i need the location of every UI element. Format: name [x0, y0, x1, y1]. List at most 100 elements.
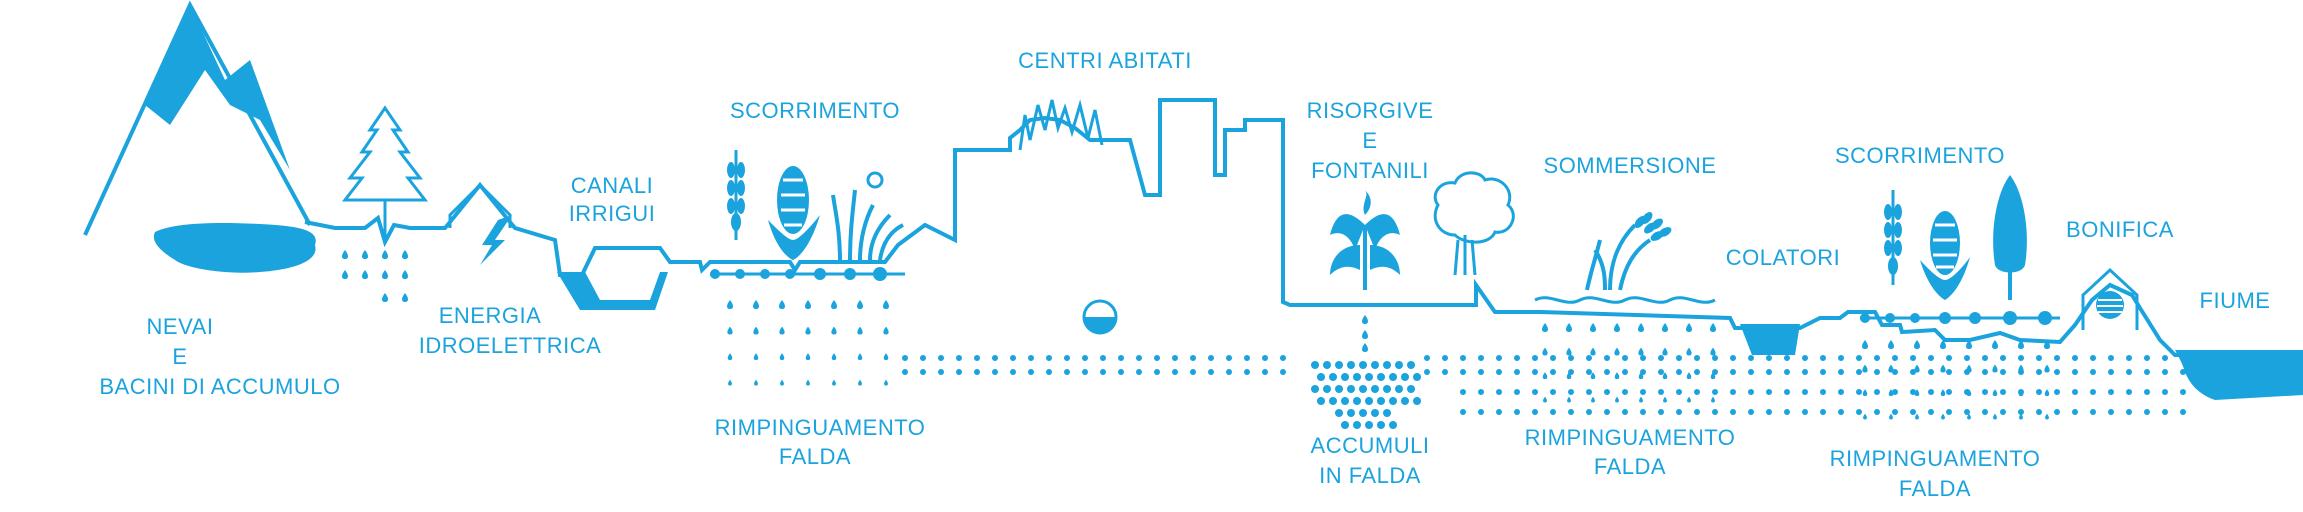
mountain-icon — [83, 0, 312, 236]
water-drop-icon — [1662, 372, 1668, 380]
water-dot — [1208, 355, 1214, 361]
water-drop-icon — [779, 353, 785, 361]
water-dot — [1172, 355, 1178, 361]
water-dot — [1640, 409, 1646, 415]
river-icon — [2175, 350, 2303, 400]
water-dot — [1347, 409, 1355, 417]
water-dot — [1820, 369, 1826, 375]
water-dot — [2090, 389, 2096, 395]
label-centri-abitati: CENTRI ABITATI — [1018, 48, 1192, 73]
water-dot — [1802, 355, 1808, 361]
water-dot — [2144, 389, 2150, 395]
water-drop-icon — [1888, 340, 1894, 349]
water-dot — [1064, 369, 1070, 375]
water-dot — [1377, 421, 1385, 429]
water-dot — [1496, 409, 1502, 415]
water-dot — [1784, 389, 1790, 395]
water-drop-icon — [1614, 323, 1620, 332]
label-canali-1: CANALI — [571, 173, 653, 198]
water-drop-icon — [2044, 389, 2050, 397]
water-dot — [992, 355, 998, 361]
canal-icon — [557, 272, 668, 310]
water-drop-icon — [1362, 315, 1368, 324]
water-drop-icon — [1638, 323, 1644, 332]
water-dot — [1478, 369, 1484, 375]
water-dot — [1964, 355, 1970, 361]
water-dot — [1694, 369, 1700, 375]
spring-fountain-icon — [1330, 190, 1400, 291]
label-scorrimento-b: SCORRIMENTO — [1835, 143, 2005, 168]
water-dot — [1136, 355, 1142, 361]
water-drop-icon — [832, 379, 836, 386]
corn-icon — [1920, 211, 1970, 300]
water-dot — [2036, 409, 2042, 415]
water-dot — [1532, 409, 1538, 415]
label-scorrimento-a: SCORRIMENTO — [730, 98, 900, 123]
water-dot — [1946, 389, 1952, 395]
water-dot — [1208, 369, 1214, 375]
poplar-icon — [1993, 175, 2027, 300]
water-drop-icon — [1915, 413, 1919, 420]
water-dot — [2090, 409, 2096, 415]
water-dot — [1100, 369, 1106, 375]
water-dot — [1478, 389, 1484, 395]
water-dot — [1359, 385, 1367, 393]
water-drop-icon — [883, 353, 889, 361]
water-dot — [1604, 409, 1610, 415]
water-drop-icon — [727, 326, 733, 335]
water-dot — [2018, 409, 2024, 415]
water-dot — [1365, 421, 1373, 429]
water-drop-icon — [883, 300, 889, 309]
water-dot — [2126, 369, 2132, 375]
water-dot — [1982, 369, 1988, 375]
water-dot — [1359, 409, 1367, 417]
water-dot — [1622, 389, 1628, 395]
label-rimp-a-1: RIMPINGUAMENTO — [715, 415, 926, 440]
water-dot — [1784, 409, 1790, 415]
water-dot — [1424, 355, 1430, 361]
label-rimp-b-1: RIMPINGUAMENTO — [1525, 425, 1736, 450]
well-icon — [1082, 299, 1118, 335]
water-dot — [1136, 369, 1142, 375]
water-dot — [2072, 409, 2078, 415]
water-drop-icon — [342, 270, 348, 279]
water-dot — [1244, 355, 1250, 361]
water-dot — [2180, 389, 2186, 395]
water-drop-icon — [1914, 364, 1920, 373]
water-dot — [2126, 389, 2132, 395]
water-dot — [1028, 355, 1034, 361]
water-dot — [2144, 369, 2150, 375]
water-dot — [1082, 355, 1088, 361]
water-dot — [1365, 397, 1373, 405]
water-drop-icon — [1914, 340, 1920, 349]
water-dot — [1622, 355, 1628, 361]
water-dot — [1712, 389, 1718, 395]
water-drop-icon — [1686, 323, 1692, 332]
water-dot — [2180, 369, 2186, 375]
water-drop-icon — [2044, 340, 2050, 349]
water-dot — [1658, 409, 1664, 415]
flow-arrows-b — [1860, 311, 2060, 325]
grass-icon — [831, 171, 904, 261]
water-dot — [1190, 369, 1196, 375]
water-dot — [1946, 369, 1952, 375]
water-dot — [1784, 355, 1790, 361]
water-dot — [1389, 397, 1397, 405]
water-dot — [2126, 409, 2132, 415]
water-dot — [1838, 389, 1844, 395]
water-dot — [1010, 369, 1016, 375]
water-dot — [1407, 361, 1415, 369]
water-dot — [1496, 389, 1502, 395]
water-drop-icon — [1590, 323, 1596, 332]
water-dot — [1820, 409, 1826, 415]
water-dot — [1568, 355, 1574, 361]
water-drop-icon — [805, 326, 811, 335]
water-dot — [1676, 409, 1682, 415]
water-dot — [1766, 369, 1772, 375]
water-dot — [2000, 369, 2006, 375]
water-dot — [2018, 389, 2024, 395]
water-dot — [1046, 369, 1052, 375]
water-dot — [1359, 361, 1367, 369]
rice-icon — [1585, 212, 1672, 291]
fir-tree-icon — [341, 105, 429, 242]
